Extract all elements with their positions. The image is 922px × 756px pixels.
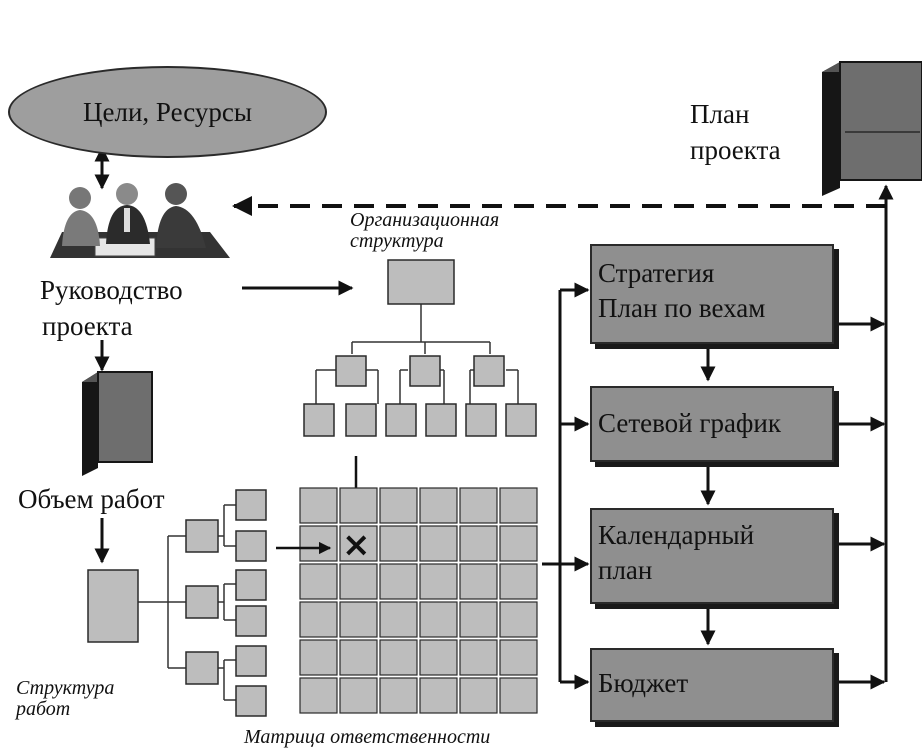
org-node — [505, 403, 537, 437]
wbs-node — [235, 605, 267, 637]
responsibility-matrix-grid — [299, 487, 538, 714]
matrix-cell — [299, 639, 338, 676]
goals-resources-ellipse: Цели, Ресурсы — [8, 66, 327, 158]
process-bus-left — [542, 290, 562, 682]
binder-icon — [82, 371, 153, 476]
project-management-label: Руководство проекта — [40, 275, 183, 342]
wbs-node — [185, 651, 219, 685]
matrix-cell — [459, 639, 498, 676]
process-box-label: Календарный план — [598, 520, 755, 586]
matrix-cell — [499, 563, 538, 600]
matrix-cell — [379, 525, 418, 562]
matrix-cell — [379, 677, 418, 714]
org-node — [345, 403, 377, 437]
wbs-node — [235, 530, 267, 562]
org-chart — [315, 304, 519, 404]
matrix-cell — [299, 601, 338, 638]
org-chart-nodes — [303, 259, 537, 437]
matrix-cell — [499, 487, 538, 524]
process-box-label: Сетевой график — [598, 408, 781, 438]
matrix-cell — [299, 525, 338, 562]
matrix-cell — [419, 677, 458, 714]
process-box-budget: Бюджет — [590, 648, 834, 722]
matrix-cell — [339, 487, 378, 524]
matrix-cell — [299, 487, 338, 524]
scope-of-work-label: Объем работ — [18, 484, 165, 514]
matrix-cell — [379, 601, 418, 638]
process-box-network: Сетевой график — [590, 386, 834, 462]
org-node — [465, 403, 497, 437]
org-node — [303, 403, 335, 437]
project-plan-label: План проекта — [690, 99, 781, 166]
matrix-cell — [379, 487, 418, 524]
goals-resources-label: Цели, Ресурсы — [83, 96, 252, 127]
matrix-cell — [419, 639, 458, 676]
matrix-cell — [499, 601, 538, 638]
wbs-node — [235, 645, 267, 677]
matrix-cell — [339, 525, 378, 562]
matrix-cell — [339, 601, 378, 638]
meeting-people-icon — [50, 183, 230, 258]
wbs-node-root — [87, 569, 139, 643]
org-node — [425, 403, 457, 437]
org-node — [335, 355, 367, 387]
wbs-node — [185, 585, 219, 619]
matrix-cell — [459, 563, 498, 600]
matrix-cell — [459, 525, 498, 562]
matrix-cell — [299, 563, 338, 600]
wbs-nodes — [87, 489, 267, 717]
matrix-cell — [339, 639, 378, 676]
matrix-cell — [419, 601, 458, 638]
org-node — [385, 403, 417, 437]
wbs-node — [235, 569, 267, 601]
matrix-cell — [419, 563, 458, 600]
wbs-node — [185, 519, 219, 553]
matrix-cell — [339, 563, 378, 600]
matrix-cell — [419, 525, 458, 562]
wbs-node — [235, 489, 267, 521]
process-box-calendar: Календарный план — [590, 508, 834, 604]
org-node — [409, 355, 441, 387]
wbs-tree — [138, 504, 236, 701]
matrix-cell — [379, 639, 418, 676]
matrix-cell — [459, 487, 498, 524]
binder-icon — [822, 61, 922, 196]
process-box-label: Бюджет — [598, 668, 689, 698]
matrix-cell — [499, 525, 538, 562]
org-structure-label: Организационная структура — [350, 209, 500, 252]
matrix-cell — [419, 487, 458, 524]
wbs-label: Структура работ — [16, 677, 115, 720]
process-box-strategy: Стратегия План по вехам — [590, 244, 834, 344]
matrix-cell — [499, 639, 538, 676]
wbs-node — [235, 685, 267, 717]
matrix-cell — [499, 677, 538, 714]
matrix-cell — [339, 677, 378, 714]
org-node-root — [387, 259, 455, 305]
matrix-cell — [459, 601, 498, 638]
matrix-mark: × — [342, 525, 371, 565]
matrix-cell — [459, 677, 498, 714]
org-node — [473, 355, 505, 387]
process-box-label: Стратегия План по вехам — [598, 258, 766, 324]
responsibility-matrix-label: Матрица ответственности — [244, 726, 491, 748]
matrix-cell — [379, 563, 418, 600]
matrix-cell — [299, 677, 338, 714]
